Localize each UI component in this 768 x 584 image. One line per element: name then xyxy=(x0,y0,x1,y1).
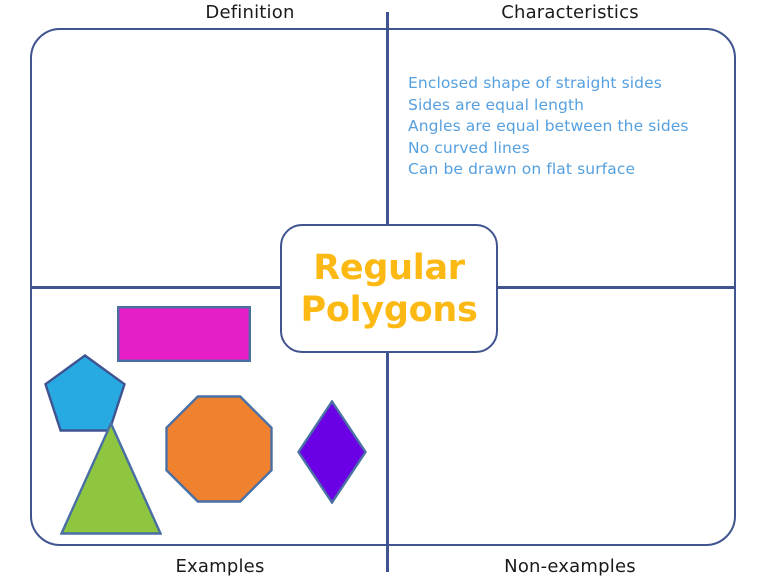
pentagon-shape[interactable] xyxy=(44,354,126,432)
list-item: Can be drawn on flat surface xyxy=(408,160,636,178)
quadrant-characteristics[interactable]: Enclosed shape of straight sides Sides a… xyxy=(389,30,734,286)
quadrant-label-non-examples: Non-examples xyxy=(504,556,636,577)
triangle-shape[interactable] xyxy=(60,422,162,535)
rectangle-shape[interactable] xyxy=(117,306,251,362)
octagon-shape[interactable] xyxy=(165,395,273,503)
list-item: Enclosed shape of straight sides xyxy=(408,74,662,92)
list-item: Sides are equal length xyxy=(408,95,585,114)
quadrant-label-definition: Definition xyxy=(205,2,295,23)
diamond-shape[interactable] xyxy=(297,400,367,504)
characteristics-list: Enclosed shape of straight sides Sides a… xyxy=(408,73,689,181)
center-title-line-2: Polygons xyxy=(300,289,478,330)
center-title-card[interactable]: Regular Polygons xyxy=(280,224,498,353)
list-item: Angles are equal between the sides xyxy=(408,117,689,135)
quadrant-label-characteristics: Characteristics xyxy=(501,2,639,23)
center-title-line-1: Regular xyxy=(313,247,465,288)
quadrant-label-examples: Examples xyxy=(175,556,265,577)
list-item: No curved lines xyxy=(408,138,530,157)
example-shapes-layer xyxy=(32,289,386,544)
